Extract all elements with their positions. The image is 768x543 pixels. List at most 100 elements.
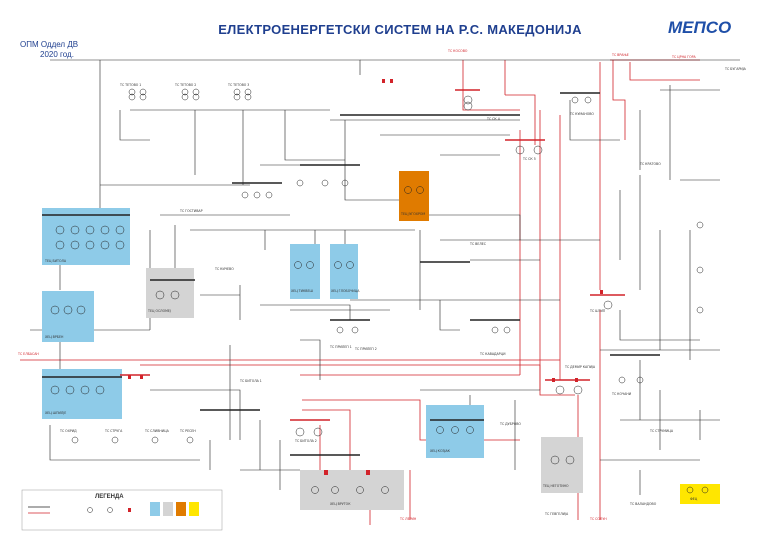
transformer [381, 486, 389, 494]
substation-label: ТС ТЕТОВО 2 [174, 83, 196, 87]
transformer [533, 145, 543, 155]
transformer [50, 385, 60, 395]
transformer [71, 436, 79, 444]
gray-station-box [541, 437, 583, 493]
transformer [233, 88, 241, 96]
transformer [550, 455, 560, 465]
transformer [80, 385, 90, 395]
gray-station-box [146, 268, 194, 318]
transformer [50, 305, 60, 315]
substation-label: ТС КРАТОВО [639, 162, 661, 166]
black-line [300, 339, 321, 380]
legend-swatch-industrial [176, 502, 186, 516]
station-label: ФЕЦ [690, 497, 698, 501]
black-transmission-lines [30, 59, 740, 495]
substation-label: ТС СК 5 [522, 157, 536, 161]
border-label: ТС ВРАЊЕ [611, 53, 629, 57]
substation-label: ТС БИТОЛА 1 [239, 379, 262, 383]
transformer [573, 385, 583, 395]
black-line [619, 310, 700, 341]
logo-text: МЕПСО [668, 18, 732, 37]
transformer [76, 305, 86, 315]
transformer [686, 486, 694, 494]
transformer [70, 225, 80, 235]
substation-label: ТС ТЕТОВО 3 [227, 83, 249, 87]
transformer [85, 240, 95, 250]
breaker [390, 79, 393, 83]
breaker [366, 470, 370, 475]
yellow-station-box [680, 484, 720, 504]
black-line [119, 110, 150, 141]
station-label: ХЕЦ ВРУТОК [330, 502, 351, 506]
substation-label: ТС БИТОЛА 2 [294, 439, 317, 443]
breaker [600, 290, 603, 294]
transformer [70, 240, 80, 250]
black-line [439, 300, 460, 331]
breaker [382, 79, 385, 83]
mepso-logo: МЕПСО [668, 18, 748, 42]
blue-station-box [290, 244, 320, 299]
legend-swatch-thermal [163, 502, 173, 516]
transformer [571, 96, 579, 104]
diagram-title: ЕЛЕКТРОЕНЕРГЕТСКИ СИСТЕМ НА Р.С. МАКЕДОН… [218, 22, 582, 37]
station-label: ТЕЦ ЈУГОХРОМ [400, 212, 425, 216]
substation-label: ТС ШТИП [589, 309, 606, 313]
breaker [128, 375, 131, 379]
transformer [65, 385, 75, 395]
transformer [155, 290, 165, 300]
substation-label: ТС КУМАНОВО [569, 112, 594, 116]
black-line [569, 100, 620, 141]
breaker [575, 378, 578, 382]
transformer [115, 240, 125, 250]
breaker [552, 378, 555, 382]
transformer [151, 436, 159, 444]
transformer [244, 93, 252, 101]
station-label: ХЕЦ ВРБЕН [45, 335, 64, 339]
border-label: ТС ЦРНА ГОРА [671, 55, 697, 59]
transformer [436, 426, 444, 434]
substation-label: ТС СТРУГА [104, 429, 123, 433]
black-line [260, 304, 351, 320]
border-label: ТС КОСОВО [447, 49, 468, 53]
transformer [341, 179, 349, 187]
transformer [334, 261, 342, 269]
station-label: ТЕЦ БИТОЛА [44, 259, 67, 263]
black-line [415, 214, 521, 240]
transformer [100, 225, 110, 235]
legend-swatch-solar [189, 502, 199, 516]
department-label: ОПМ Оддел ДВ [20, 40, 79, 49]
blue-station-box [426, 405, 484, 458]
red-line [302, 399, 520, 441]
transformer [55, 240, 65, 250]
transformer [192, 93, 200, 101]
transformer [85, 225, 95, 235]
station-label: ХЕЦ ТИКВЕШ [291, 289, 313, 293]
transformer [128, 88, 136, 96]
substation-label: ТС ГОСТИВАР [179, 209, 203, 213]
black-line [344, 120, 400, 201]
transformer [618, 376, 626, 384]
substation-label: ТС ВЕЛЕС [469, 242, 487, 246]
transformer [244, 88, 252, 96]
transformers [50, 88, 709, 494]
red-line [612, 60, 626, 140]
substation-label: ТС ДЕМИР КАПИЈА [564, 365, 596, 369]
red-line [629, 62, 700, 81]
red-line [302, 409, 351, 470]
transformer [95, 385, 105, 395]
transformer [503, 326, 511, 334]
legend-breaker-icon [128, 508, 131, 512]
transformer [186, 436, 194, 444]
substation-label: ТС ВАЛАНДОВО [629, 502, 657, 506]
red-transmission-lines [20, 59, 700, 525]
legend-swatch-hydro [150, 502, 160, 516]
busbars [42, 92, 660, 456]
transformer [295, 427, 305, 437]
transformer [356, 486, 364, 494]
transformer [321, 179, 329, 187]
transformer [311, 486, 319, 494]
transformer [111, 436, 119, 444]
transformer [463, 101, 473, 111]
transformer [294, 261, 302, 269]
substation-label: ТС ОХРИД [59, 429, 77, 433]
